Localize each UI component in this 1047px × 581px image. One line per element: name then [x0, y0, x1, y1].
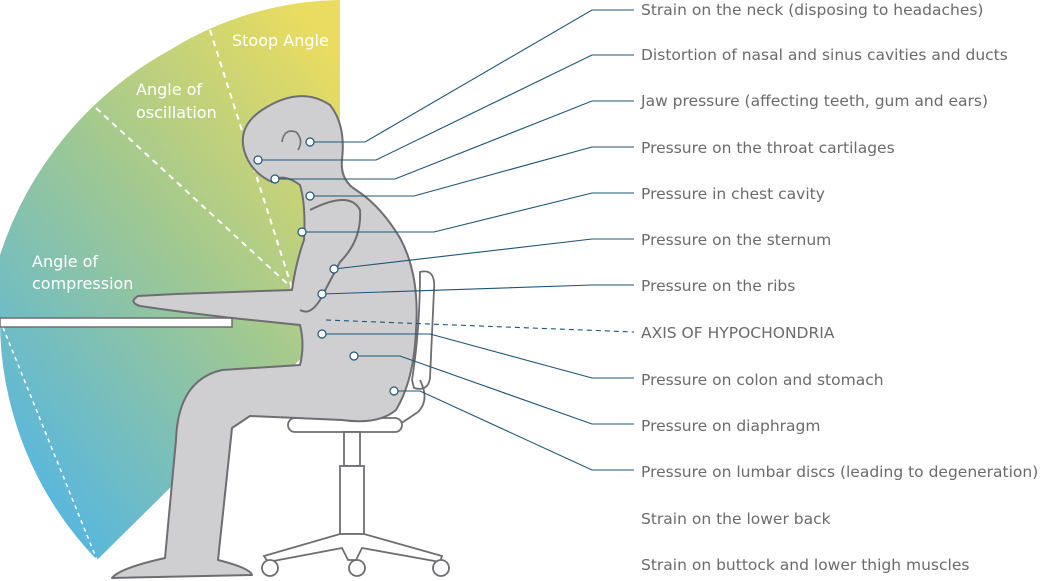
figure-arm	[299, 199, 362, 313]
seated-figure	[111, 95, 418, 579]
leader-line-neck	[310, 9, 634, 143]
chair-post-lower	[339, 465, 365, 535]
leader-line-nasal	[258, 54, 634, 161]
leader-line-colon	[322, 333, 634, 379]
leader-lines	[258, 9, 635, 471]
chair-wheel-right	[432, 559, 450, 577]
label-throat: Pressure on the throat cartilages	[641, 139, 895, 157]
label-chest: Pressure in chest cavity	[641, 185, 825, 203]
chair-base	[262, 533, 444, 564]
label-colon: Pressure on colon and stomach	[641, 371, 884, 389]
leader-line-throat	[310, 146, 634, 197]
office-chair	[261, 270, 450, 577]
marker-colon	[317, 329, 327, 339]
marker-jaw	[270, 174, 280, 184]
label-buttock: Strain on buttock and lower thigh muscle…	[641, 556, 969, 574]
oscillation-divider	[95, 107, 293, 289]
leader-line-diaphragm	[354, 355, 634, 425]
chair-post-upper	[343, 431, 361, 467]
chair-back-support	[399, 379, 426, 425]
compression-arc-edge	[0, 319, 98, 561]
label-ribs: Pressure on the ribs	[641, 277, 795, 295]
callout-labels: Strain on the neck (disposing to headach…	[640, 1, 1038, 574]
leader-line-hypochondria	[325, 319, 635, 333]
marker-neck	[305, 137, 315, 147]
leader-line-sternum	[333, 238, 634, 270]
marker-diaphragm	[349, 351, 359, 361]
figure-body	[111, 95, 418, 579]
marker-nasal	[253, 155, 263, 165]
label-nasal: Distortion of nasal and sinus cavities a…	[641, 46, 1008, 64]
label-hypochondria: AXIS OF HYPOCHONDRIA	[641, 324, 835, 342]
compression-angle-label-1: Angle of	[32, 252, 98, 271]
oscillation-angle-label-1: Angle of	[136, 80, 202, 99]
desk	[0, 317, 233, 328]
chair-wheel-center	[348, 559, 366, 577]
chair-backrest	[411, 270, 436, 390]
leader-line-jaw	[275, 100, 634, 180]
marker-throat	[305, 191, 315, 201]
label-lower-back: Strain on the lower back	[641, 510, 831, 528]
label-neck: Strain on the neck (disposing to headach…	[641, 1, 983, 19]
label-diaphragm: Pressure on diaphragm	[641, 417, 820, 435]
label-lumbar: Pressure on lumbar discs (leading to deg…	[641, 463, 1038, 481]
marker-sternum	[329, 264, 339, 274]
oscillation-angle-label-2: oscillation	[136, 103, 217, 122]
marker-chest	[297, 227, 307, 237]
leader-line-ribs	[321, 284, 634, 295]
compression-angle-label-2: compression	[32, 274, 133, 293]
label-jaw: Jaw pressure (affecting teeth, gum and e…	[640, 92, 988, 110]
point-markers	[253, 137, 399, 396]
label-sternum: Pressure on the sternum	[641, 231, 831, 249]
stoop-angle-label: Stoop Angle	[232, 31, 329, 50]
figure-ear	[281, 130, 302, 151]
chair-wheel-left	[261, 559, 279, 577]
marker-lumbar	[389, 386, 399, 396]
leader-line-lumbar	[394, 390, 634, 471]
marker-ribs	[317, 289, 327, 299]
leader-line-chest	[302, 192, 634, 233]
